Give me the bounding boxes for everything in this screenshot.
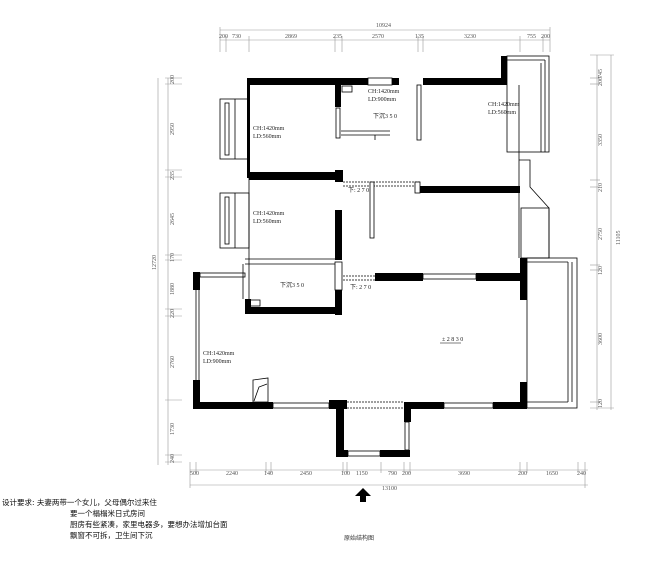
dim-label: 240: [170, 454, 176, 463]
dim-label: 1880: [170, 283, 176, 295]
ceiling-height-label: CH:1420mm: [253, 126, 285, 132]
dim-label: 1150: [356, 471, 368, 477]
ceiling-height-label: CH:1420mm: [253, 211, 285, 217]
right-overall-dim: 11105: [616, 230, 622, 245]
dim-label: 200: [518, 471, 527, 477]
dim-label: 790: [388, 471, 397, 477]
dim-label: 200: [541, 34, 550, 40]
dim-label: 2869: [285, 34, 297, 40]
dim-label: 240: [577, 471, 586, 477]
dim-label: 1650: [546, 471, 558, 477]
design-requirements: 设计要求: 夫妻两带一个女儿，父母偶尔过来住 要一个榻榻米日式房间 厨房有些紧凑…: [2, 497, 228, 541]
level-mark: ± 2 8 3 0: [442, 337, 463, 343]
dim-label: 200: [170, 75, 176, 84]
dim-label: 235: [333, 34, 342, 40]
note-line: 飘窗不可拆，卫生间下沉: [70, 531, 153, 540]
dim-label: 210: [598, 183, 604, 192]
entrance-arrow-icon: [355, 488, 371, 502]
bottom-dimension-lines: [189, 462, 588, 488]
dim-label: 200: [598, 77, 604, 86]
top-dimension-lines: [219, 27, 551, 52]
dim-label: 2240: [226, 471, 238, 477]
dim-label: 2645: [170, 213, 176, 225]
walls: [193, 56, 527, 457]
ledge-depth-label: LD:900mm: [368, 97, 396, 103]
ledge-depth-label: LD:560mm: [253, 134, 281, 140]
dim-label: 3230: [464, 34, 476, 40]
note-line: 夫妻两带一个女儿，父母偶尔过来住: [36, 498, 157, 507]
dim-label: 120: [598, 266, 604, 275]
dim-label: 140: [264, 471, 273, 477]
level-mark: 下沉3 5 0: [373, 112, 397, 120]
dim-label: 1730: [170, 423, 176, 435]
dim-label: 235: [170, 171, 176, 180]
dim-label: 170: [170, 253, 176, 262]
dim-label: 2450: [300, 471, 312, 477]
dim-label: 2570: [372, 34, 384, 40]
dim-label: 220: [170, 309, 176, 318]
dim-label: 3600: [598, 333, 604, 345]
note-line: 厨房有些紧凑，家里电器多，要想办法增加台面: [70, 520, 228, 529]
dim-label: 500: [190, 471, 199, 477]
left-dimension-lines: [157, 77, 182, 465]
room-annotations: CH:1420mm LD:560mm CH:1420mm LD:900mm CH…: [203, 89, 520, 365]
ledge-depth-label: LD:560mm: [488, 110, 516, 116]
dim-label: 2760: [170, 356, 176, 368]
plan-caption: 原始结构图: [344, 535, 375, 542]
dim-label: 135: [415, 34, 424, 40]
dim-label: 745: [598, 69, 604, 78]
dim-label: 200: [402, 471, 411, 477]
bottom-overall-dim: 13100: [382, 486, 397, 492]
dim-label: 3350: [598, 134, 604, 146]
note-line: 要一个榻榻米日式房间: [70, 509, 145, 518]
right-dimension-lines: [590, 54, 614, 410]
ceiling-height-label: CH:1420mm: [488, 102, 520, 108]
dim-label: 3690: [458, 471, 470, 477]
ceiling-height-label: CH:1420mm: [203, 351, 235, 357]
dim-label: 2950: [170, 123, 176, 135]
ceiling-height-label: CH:1420mm: [368, 89, 400, 95]
ledge-depth-label: LD:560mm: [253, 219, 281, 225]
dim-label: 730: [232, 34, 241, 40]
ledge-depth-label: LD:900mm: [203, 359, 231, 365]
notes-heading: 设计要求:: [2, 498, 35, 507]
dim-label: 100: [341, 471, 350, 477]
dim-label: 755: [527, 34, 536, 40]
level-mark: 下: 2 7 0: [348, 187, 369, 194]
outlines: [195, 55, 578, 457]
dim-label: 2750: [598, 228, 604, 240]
left-overall-dim: 12720: [152, 255, 158, 270]
dim-label: 120: [598, 399, 604, 408]
top-overall-dim: 10924: [376, 23, 391, 29]
dim-label: 200: [219, 34, 228, 40]
level-mark: 下沉3 5 0: [280, 281, 304, 289]
level-mark: 下: 2 7 0: [350, 284, 371, 291]
